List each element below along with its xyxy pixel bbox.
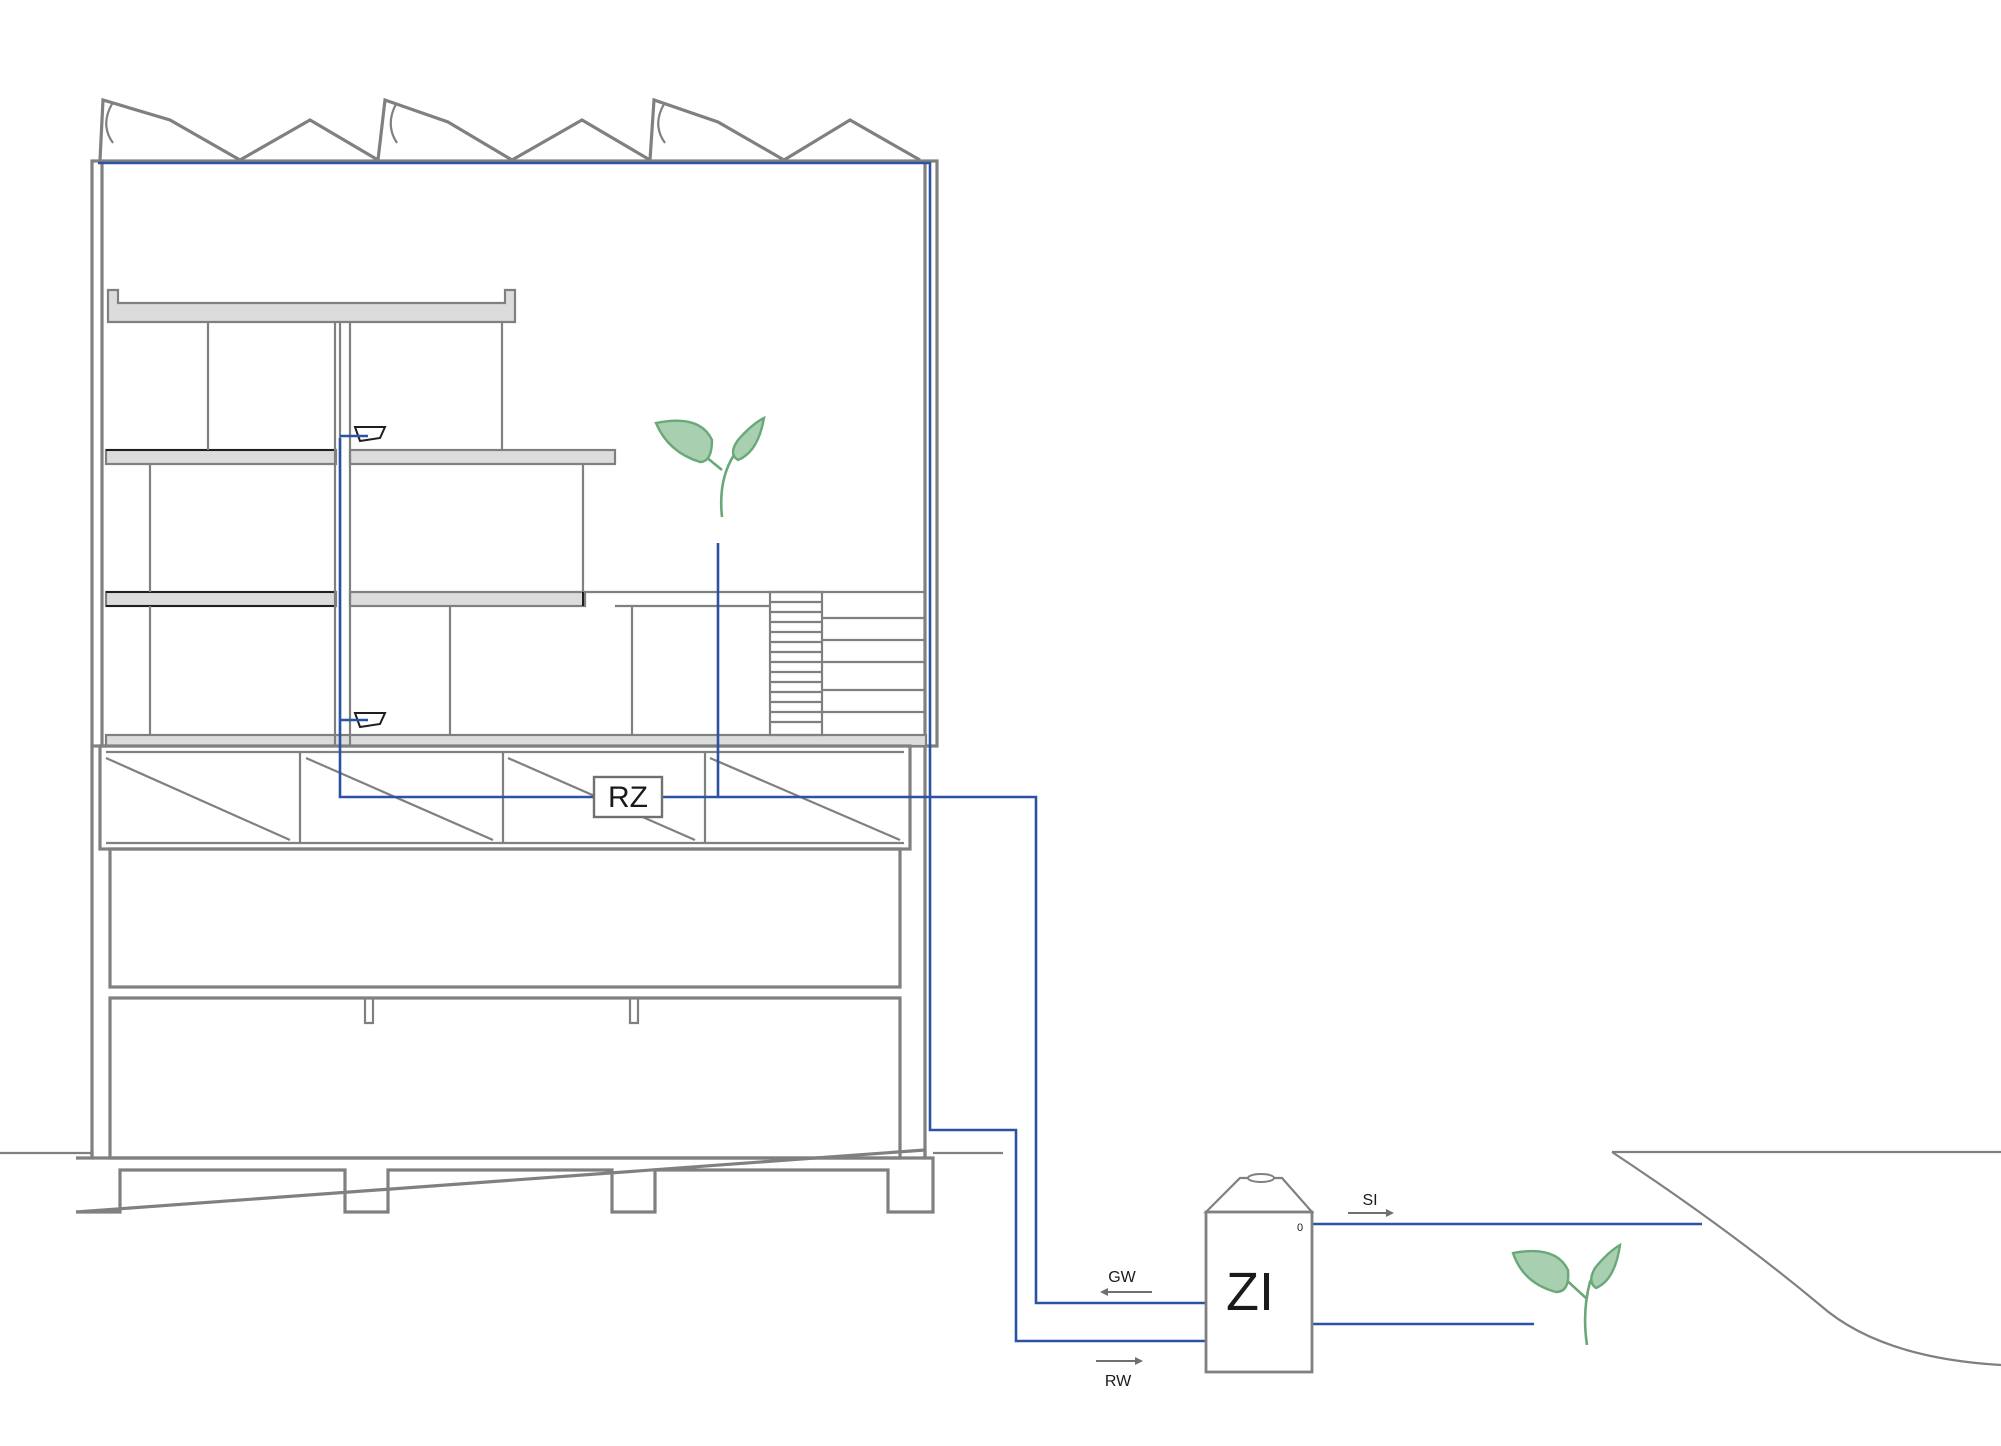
flow-label-rw: RW	[1096, 1357, 1143, 1390]
toilet-fixture-lower	[353, 712, 387, 729]
roof-ventilation-flaps	[105, 103, 666, 144]
zi-tank: ZI 0	[1203, 1173, 1315, 1374]
gw-label: GW	[1108, 1269, 1136, 1286]
plant-icon	[1511, 1242, 1622, 1346]
flow-label-si: SI	[1348, 1192, 1394, 1217]
roof-sawtooth	[98, 97, 921, 163]
foundation	[75, 1148, 935, 1214]
zi-label: ZI	[1226, 1262, 1274, 1322]
rz-label: RZ	[608, 781, 648, 814]
rz-unit: RZ	[592, 775, 664, 819]
pond-bank	[1611, 1150, 2001, 1367]
si-label: SI	[1362, 1192, 1377, 1209]
upper-floors	[104, 288, 928, 748]
rw-label: RW	[1105, 1373, 1132, 1390]
water-pipes	[98, 161, 1702, 1343]
flow-label-gw: GW	[1100, 1269, 1152, 1296]
plant-icon	[654, 415, 766, 518]
toilet-fixture-upper	[353, 426, 387, 443]
staircase	[768, 590, 925, 737]
tank-marker-label: 0	[1297, 1222, 1303, 1234]
